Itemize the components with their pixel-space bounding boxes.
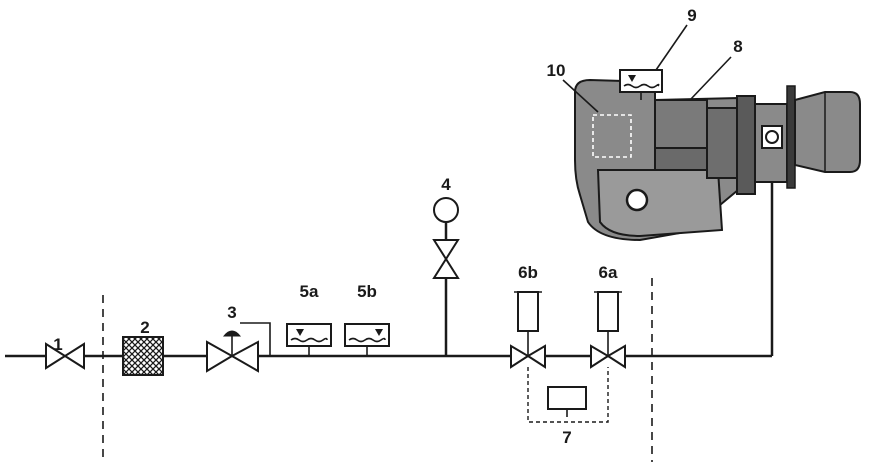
label-8: 8 — [733, 37, 742, 56]
pressure-regulator-3: 3 — [206, 303, 271, 373]
label-5b: 5b — [357, 282, 377, 301]
label-4: 4 — [441, 175, 451, 194]
valve-proving-system-7: 7 — [527, 367, 609, 447]
label-3: 3 — [227, 303, 236, 322]
shutoff-valve-1: 1 — [45, 335, 85, 370]
label-9: 9 — [687, 6, 696, 25]
filter-2: 2 — [122, 318, 164, 376]
fan-port-icon — [625, 188, 649, 212]
label-2: 2 — [140, 318, 149, 337]
label-7: 7 — [562, 428, 571, 447]
pressure-switch-5a: 5a — [286, 282, 332, 356]
pressure-switch-5b: 5b — [344, 282, 390, 356]
label-6b: 6b — [518, 263, 538, 282]
solenoid-valve-6b: 6b — [510, 263, 546, 369]
control-box-10: 10 — [547, 61, 632, 158]
label-5a: 5a — [300, 282, 319, 301]
label-1: 1 — [53, 335, 62, 354]
pressure-gauge-4: 4 — [432, 175, 460, 356]
main-pipe — [5, 148, 774, 358]
air-pressure-switch-9: 9 — [619, 6, 697, 100]
label-6a: 6a — [599, 263, 618, 282]
label-10: 10 — [547, 61, 566, 80]
gauge-dial-icon — [433, 197, 459, 223]
solenoid-valve-6a: 6a — [590, 263, 626, 369]
burner-8: 8 — [574, 37, 861, 242]
